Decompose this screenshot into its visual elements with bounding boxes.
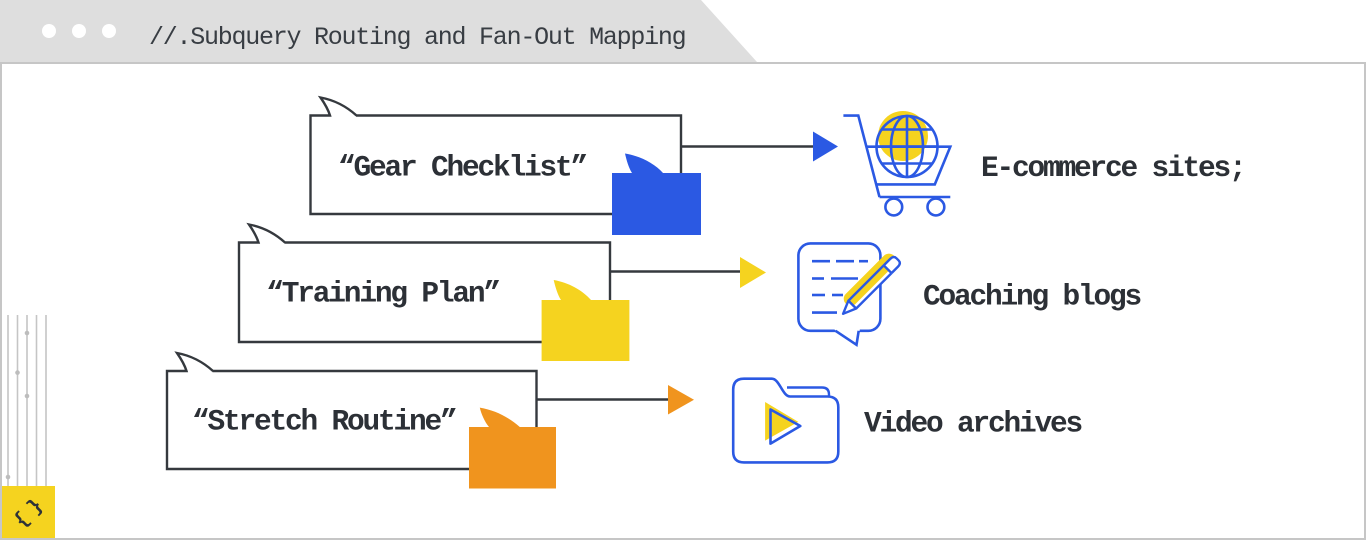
svg-text:Coaching blogs: Coaching blogs: [923, 280, 1141, 314]
svg-text:“Stretch Routine”: “Stretch Routine”: [192, 405, 456, 439]
svg-text:E-commerce sites;: E-commerce sites;: [981, 151, 1245, 185]
svg-text:“Gear Checklist”: “Gear Checklist”: [338, 151, 587, 185]
svg-text:“Training Plan”: “Training Plan”: [266, 277, 499, 311]
svg-text:Video archives: Video archives: [864, 407, 1082, 441]
svg-text://.Subquery Routing and Fan-Ou: //.Subquery Routing and Fan-Out Mapping: [149, 23, 685, 52]
